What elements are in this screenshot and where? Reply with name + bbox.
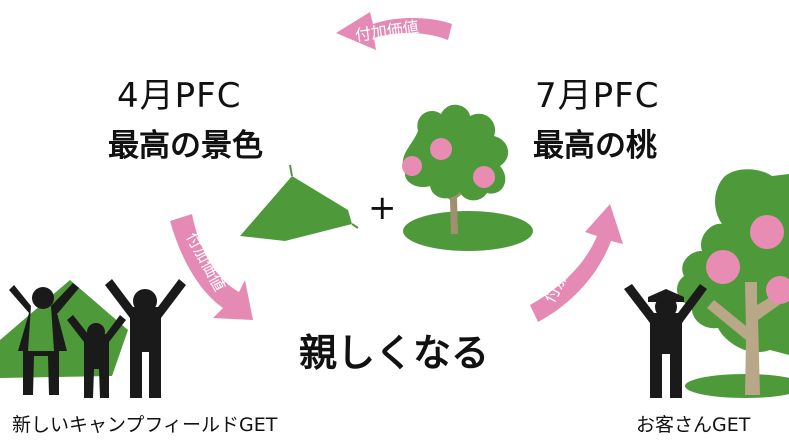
right-peach-tree-icon — [677, 169, 789, 398]
left-value-arrow: 付加価値 — [170, 214, 253, 320]
july-headline: 最高の桃 — [533, 128, 657, 164]
tent-icon — [240, 164, 359, 241]
customer-figure-icon — [624, 284, 707, 398]
july-month-label: 7月PFC — [535, 76, 660, 116]
april-month-label: 4月PFC — [117, 76, 242, 116]
top-value-arrow: 付加価値 — [336, 12, 452, 50]
plus-sign: + — [368, 188, 397, 228]
caption-right: お客さんGET — [636, 414, 751, 436]
peach-tree-icon — [402, 104, 533, 251]
family-figures-icon — [9, 279, 186, 398]
caption-left: 新しいキャンプフィールドGET — [12, 414, 278, 436]
april-headline: 最高の景色 — [108, 128, 263, 164]
right-value-arrow: 付加価値 — [530, 204, 623, 322]
center-relationship-text: 親しくなる — [299, 331, 490, 375]
